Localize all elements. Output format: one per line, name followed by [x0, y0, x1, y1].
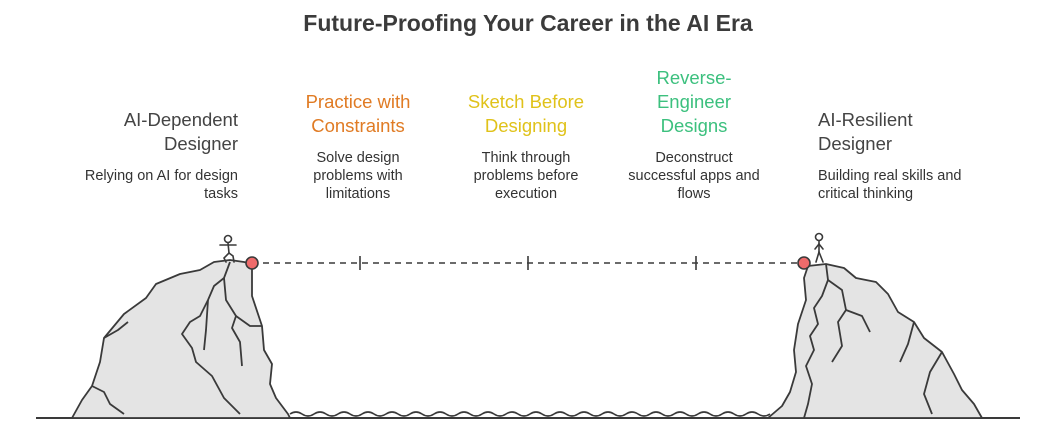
start-marker — [245, 256, 259, 270]
end-title: AI-Resilient Designer — [818, 109, 913, 154]
dependent-designer-figure — [219, 234, 237, 263]
left-cliff — [71, 259, 291, 419]
resilient-designer-figure — [814, 232, 824, 263]
end-description: Building real skills and critical thinki… — [818, 168, 962, 202]
step-3-title: Reverse- Engineer Designs — [656, 67, 732, 136]
page-title: Future-Proofing Your Career in the AI Er… — [303, 10, 753, 36]
step-3-description: Deconstruct successful apps and flows — [628, 150, 760, 202]
step-1-description: Solve design problems with limitations — [313, 150, 403, 202]
water-waves — [289, 411, 771, 417]
step-1-title: Practice with Constraints — [305, 91, 411, 136]
step-2-description: Think through problems before execution — [473, 150, 579, 202]
start-description: Relying on AI for design tasks — [84, 168, 238, 202]
step-2-title: Sketch Before Designing — [467, 91, 585, 136]
right-cliff — [767, 263, 983, 419]
start-title: AI-Dependent Designer — [123, 109, 238, 154]
end-marker — [797, 256, 811, 270]
